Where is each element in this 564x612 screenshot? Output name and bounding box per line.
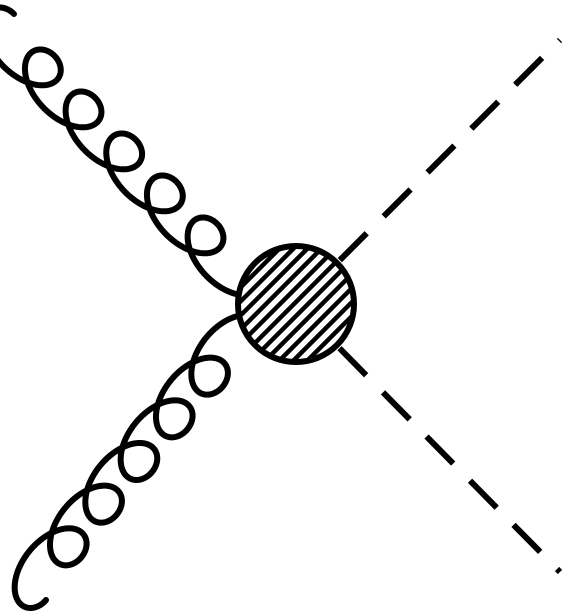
scalar-line-upper <box>293 37 563 307</box>
scalar-line-lower <box>293 301 563 575</box>
hatch-line <box>238 246 354 362</box>
vertex-blob <box>235 243 357 365</box>
gluon-line-upper <box>0 4 268 299</box>
hatch-line <box>238 246 344 362</box>
gluon-line-lower <box>11 311 267 611</box>
hatch-line <box>238 246 354 362</box>
vertex-hatching <box>238 246 354 362</box>
hatch-line <box>238 246 354 362</box>
hatch-line <box>238 246 354 362</box>
hatch-line <box>258 246 354 362</box>
hatch-line <box>244 246 354 362</box>
vertex-blob-outline <box>235 243 357 365</box>
hatch-line <box>238 246 354 362</box>
